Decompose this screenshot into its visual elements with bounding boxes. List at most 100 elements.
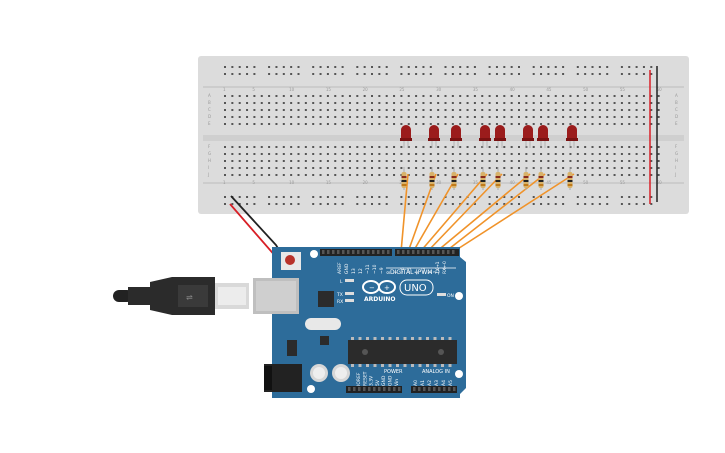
breadboard-hole[interactable] — [613, 116, 616, 118]
breadboard-hole[interactable] — [304, 116, 307, 118]
breadboard-hole[interactable] — [613, 153, 616, 155]
breadboard-hole[interactable] — [591, 167, 594, 169]
breadboard-hole[interactable] — [341, 160, 344, 162]
breadboard-hole[interactable] — [488, 146, 491, 148]
header-pin[interactable] — [437, 250, 440, 254]
breadboard-hole[interactable] — [562, 123, 565, 125]
breadboard-hole[interactable] — [312, 95, 315, 97]
breadboard-hole[interactable] — [304, 153, 307, 155]
breadboard-hole[interactable] — [591, 116, 594, 118]
breadboard-hole[interactable] — [628, 102, 631, 104]
breadboard-hole[interactable] — [422, 66, 425, 68]
breadboard-hole[interactable] — [547, 167, 550, 169]
breadboard-hole[interactable] — [341, 153, 344, 155]
breadboard-hole[interactable] — [459, 102, 462, 104]
breadboard-hole[interactable] — [481, 146, 484, 148]
breadboard-hole[interactable] — [459, 116, 462, 118]
signal-wire[interactable] — [419, 173, 488, 253]
breadboard-hole[interactable] — [231, 73, 234, 75]
breadboard-hole[interactable] — [378, 123, 381, 125]
header-pin[interactable] — [453, 387, 456, 391]
header-pins[interactable] — [322, 250, 456, 391]
breadboard-hole[interactable] — [253, 73, 256, 75]
breadboard-hole[interactable] — [334, 160, 337, 162]
breadboard-hole[interactable] — [393, 116, 396, 118]
breadboard-hole[interactable] — [437, 146, 440, 148]
breadboard-hole[interactable] — [356, 66, 359, 68]
breadboard-hole[interactable] — [290, 73, 293, 75]
breadboard-hole[interactable] — [238, 66, 241, 68]
breadboard-hole[interactable] — [451, 153, 454, 155]
breadboard-hole[interactable] — [495, 66, 498, 68]
breadboard-hole[interactable] — [532, 146, 535, 148]
resistor[interactable] — [567, 167, 573, 190]
header-pin[interactable] — [423, 387, 426, 391]
breadboard-hole[interactable] — [312, 203, 315, 205]
breadboard-hole[interactable] — [415, 109, 418, 111]
breadboard-hole[interactable] — [437, 109, 440, 111]
main-bottom-row-3[interactable] — [224, 167, 660, 169]
breadboard-hole[interactable] — [547, 66, 550, 68]
breadboard-hole[interactable] — [576, 116, 579, 118]
breadboard-hole[interactable] — [591, 95, 594, 97]
breadboard-hole[interactable] — [282, 146, 285, 148]
breadboard-hole[interactable] — [554, 153, 557, 155]
breadboard-hole[interactable] — [319, 95, 322, 97]
breadboard-hole[interactable] — [371, 73, 373, 75]
breadboard-hole[interactable] — [253, 116, 256, 118]
header-pin[interactable] — [347, 250, 350, 254]
breadboard-hole[interactable] — [415, 123, 418, 125]
breadboard-hole[interactable] — [246, 160, 249, 162]
breadboard-hole[interactable] — [341, 66, 344, 68]
header-pin[interactable] — [447, 250, 450, 254]
breadboard-hole[interactable] — [297, 196, 300, 198]
breadboard-hole[interactable] — [488, 116, 491, 118]
breadboard-hole[interactable] — [334, 66, 337, 68]
breadboard-hole[interactable] — [407, 66, 410, 68]
breadboard-hole[interactable] — [518, 196, 520, 198]
breadboard-hole[interactable] — [334, 109, 337, 111]
breadboard-hole[interactable] — [297, 73, 300, 75]
breadboard-hole[interactable] — [334, 73, 337, 75]
breadboard-hole[interactable] — [429, 116, 432, 118]
breadboard-hole[interactable] — [444, 146, 447, 148]
header-pin[interactable] — [393, 387, 396, 391]
breadboard-hole[interactable] — [282, 66, 285, 68]
breadboard-hole[interactable] — [554, 66, 557, 68]
breadboard-hole[interactable] — [503, 146, 506, 148]
breadboard-hole[interactable] — [297, 203, 300, 205]
header-pin[interactable] — [383, 387, 386, 391]
breadboard-hole[interactable] — [540, 203, 543, 205]
breadboard-hole[interactable] — [356, 167, 359, 169]
breadboard-hole[interactable] — [628, 160, 631, 162]
breadboard-hole[interactable] — [348, 160, 351, 162]
breadboard-hole[interactable] — [348, 123, 351, 125]
breadboard-hole[interactable] — [253, 203, 256, 205]
breadboard-hole[interactable] — [319, 153, 322, 155]
breadboard-hole[interactable] — [576, 153, 579, 155]
breadboard-hole[interactable] — [554, 116, 557, 118]
breadboard-hole[interactable] — [613, 95, 616, 97]
breadboard-hole[interactable] — [429, 95, 432, 97]
breadboard-hole[interactable] — [371, 66, 373, 68]
breadboard-hole[interactable] — [650, 95, 653, 97]
breadboard-hole[interactable] — [297, 116, 300, 118]
digital-header-left[interactable] — [320, 249, 392, 256]
breadboard-hole[interactable] — [584, 123, 587, 125]
breadboard-hole[interactable] — [510, 102, 513, 104]
header-pin[interactable] — [417, 250, 420, 254]
breadboard-hole[interactable] — [429, 109, 432, 111]
breadboard-hole[interactable] — [304, 146, 307, 148]
led[interactable] — [537, 125, 549, 148]
breadboard-hole[interactable] — [231, 153, 234, 155]
breadboard-hole[interactable] — [415, 102, 418, 104]
breadboard-hole[interactable] — [400, 196, 403, 198]
breadboard-hole[interactable] — [246, 153, 249, 155]
breadboard-hole[interactable] — [422, 116, 425, 118]
breadboard-hole[interactable] — [371, 174, 373, 176]
breadboard-hole[interactable] — [400, 109, 403, 111]
breadboard-hole[interactable] — [356, 153, 359, 155]
breadboard-hole[interactable] — [510, 196, 513, 198]
header-pin[interactable] — [327, 250, 330, 254]
header-pin[interactable] — [387, 250, 390, 254]
